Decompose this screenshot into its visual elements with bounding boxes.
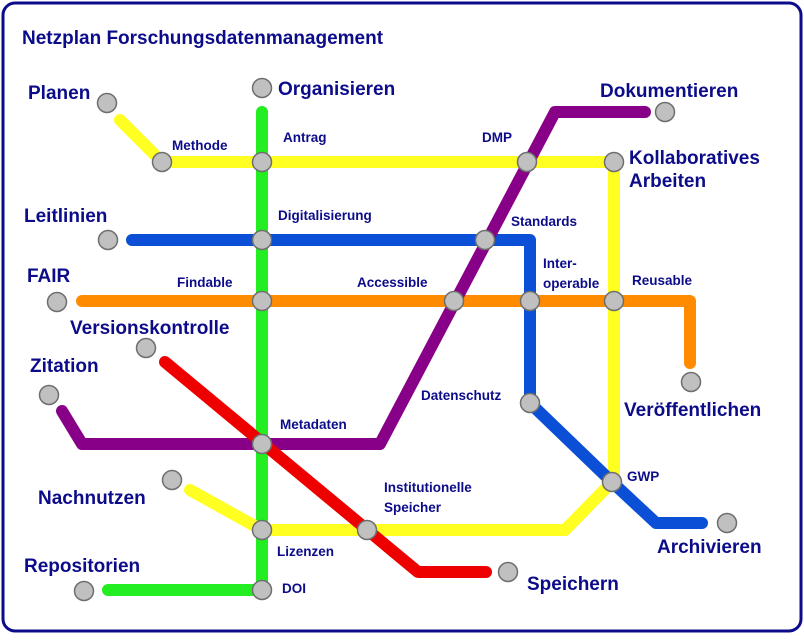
label-fair: FAIR <box>27 266 71 287</box>
line-yellow-nachnutzen <box>184 474 620 536</box>
label-reusable: Reusable <box>632 273 693 288</box>
label-lizenzen: Lizenzen <box>277 544 334 559</box>
label-institutionelle-line2: Speicher <box>384 500 442 515</box>
station-methode <box>151 151 173 173</box>
station-reusable <box>603 290 625 312</box>
label-accessible: Accessible <box>357 275 428 290</box>
station-digitalisierung <box>251 229 273 251</box>
label-interoperable-line1: Inter- <box>543 256 577 271</box>
terminal-organisieren <box>251 77 273 99</box>
terminal-dokumentieren <box>654 101 676 123</box>
label-versionskontrolle: Versionskontrolle <box>70 318 229 339</box>
line-blue-leitlinien <box>126 234 708 529</box>
label-methode: Methode <box>172 138 228 153</box>
label-nachnutzen: Nachnutzen <box>38 488 146 509</box>
label-organisieren: Organisieren <box>278 79 395 100</box>
label-doi: DOI <box>282 581 306 596</box>
label-kollaboratives-line1: Kollaboratives <box>629 148 760 169</box>
terminal-zitation <box>38 384 60 406</box>
terminal-repositorien <box>73 580 95 602</box>
label-datenschutz: Datenschutz <box>421 388 502 403</box>
station-interoperable <box>519 290 541 312</box>
station-metadaten <box>251 433 273 455</box>
station-lizenzen <box>251 519 273 541</box>
label-speichern: Speichern <box>527 574 619 595</box>
label-dokumentieren: Dokumentieren <box>600 81 738 102</box>
station-antrag <box>251 151 273 173</box>
station-doi <box>251 579 273 601</box>
line-purple-dokumentieren <box>56 106 651 450</box>
label-interoperable-line2: operable <box>543 276 600 291</box>
label-institutionelle-line1: Institutionelle <box>384 480 472 495</box>
label-repositorien: Repositorien <box>24 556 140 577</box>
terminal-leitlinien <box>97 229 119 251</box>
label-veroeffentlichen: Veröffentlichen <box>624 400 761 421</box>
station-gwp <box>601 471 623 493</box>
label-gwp: GWP <box>627 469 659 484</box>
terminal-veroeffentlichen <box>680 371 702 393</box>
station-dmp <box>516 151 538 173</box>
label-antrag: Antrag <box>283 130 327 145</box>
line-orange-fair <box>76 295 696 369</box>
label-metadaten: Metadaten <box>280 417 347 432</box>
station-accessible <box>443 290 465 312</box>
label-kollaboratives-line2: Arbeiten <box>629 171 706 192</box>
terminal-fair <box>46 291 68 313</box>
terminal-nachnutzen <box>161 469 183 491</box>
label-dmp: DMP <box>482 130 512 145</box>
terminal-planen <box>96 92 118 114</box>
diagram-title: Netzplan Forschungsdatenmanagement <box>22 28 384 49</box>
label-archivieren: Archivieren <box>657 537 762 558</box>
label-standards: Standards <box>511 214 577 229</box>
label-planen: Planen <box>28 83 90 104</box>
terminal-speichern <box>497 561 519 583</box>
station-standards <box>474 229 496 251</box>
label-zitation: Zitation <box>30 356 99 377</box>
line-yellow-planen <box>114 114 620 486</box>
terminal-archivieren <box>716 512 738 534</box>
station-datenschutz <box>519 392 541 414</box>
label-findable: Findable <box>177 275 233 290</box>
line-red-versionskontrolle <box>159 356 492 578</box>
station-institutionelle-speicher <box>356 519 378 541</box>
label-digitalisierung: Digitalisierung <box>278 208 372 223</box>
terminal-versionskontrolle <box>135 337 157 359</box>
label-leitlinien: Leitlinien <box>24 206 107 227</box>
station-findable <box>251 290 273 312</box>
station-kollaboratives-corner <box>603 151 625 173</box>
